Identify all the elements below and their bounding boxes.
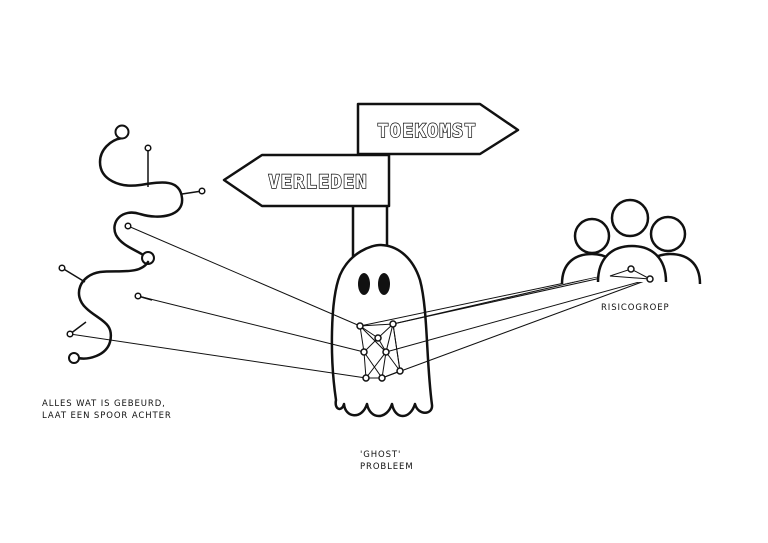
people-group-icon bbox=[560, 198, 702, 285]
sign-future: TOEKOMST bbox=[356, 102, 520, 156]
winding-trail-icon bbox=[98, 124, 206, 265]
ghost-caption-line1: 'GHOST' bbox=[360, 450, 402, 460]
ghost-caption-line2: PROBLEEM bbox=[360, 462, 414, 472]
group-caption-label: RISICOGROEP bbox=[601, 303, 670, 313]
ghost-network-nodes bbox=[356, 320, 404, 382]
trail-caption-line2: LAAT EEN SPOOR ACHTER bbox=[42, 411, 172, 421]
group-network-nodes bbox=[627, 265, 654, 283]
ghost-icon bbox=[330, 243, 434, 418]
group-network bbox=[609, 268, 651, 280]
sign-past: VERLEDEN bbox=[222, 153, 391, 208]
trail-caption-line1: ALLES WAT IS GEBEURD, bbox=[42, 399, 166, 409]
ghost-caption: 'GHOST' PROBLEEM bbox=[360, 449, 414, 473]
trail-caption: ALLES WAT IS GEBEURD, LAAT EEN SPOOR ACH… bbox=[42, 398, 172, 422]
ghost-right-eye bbox=[378, 273, 390, 295]
sign-past-label: VERLEDEN bbox=[268, 171, 368, 193]
sign-future-label: TOEKOMST bbox=[377, 120, 477, 142]
connection-lines bbox=[69, 225, 651, 379]
winding-trail-icon bbox=[58, 260, 153, 364]
ghost-left-eye bbox=[358, 273, 370, 295]
group-caption: RISICOGROEP bbox=[601, 302, 670, 314]
